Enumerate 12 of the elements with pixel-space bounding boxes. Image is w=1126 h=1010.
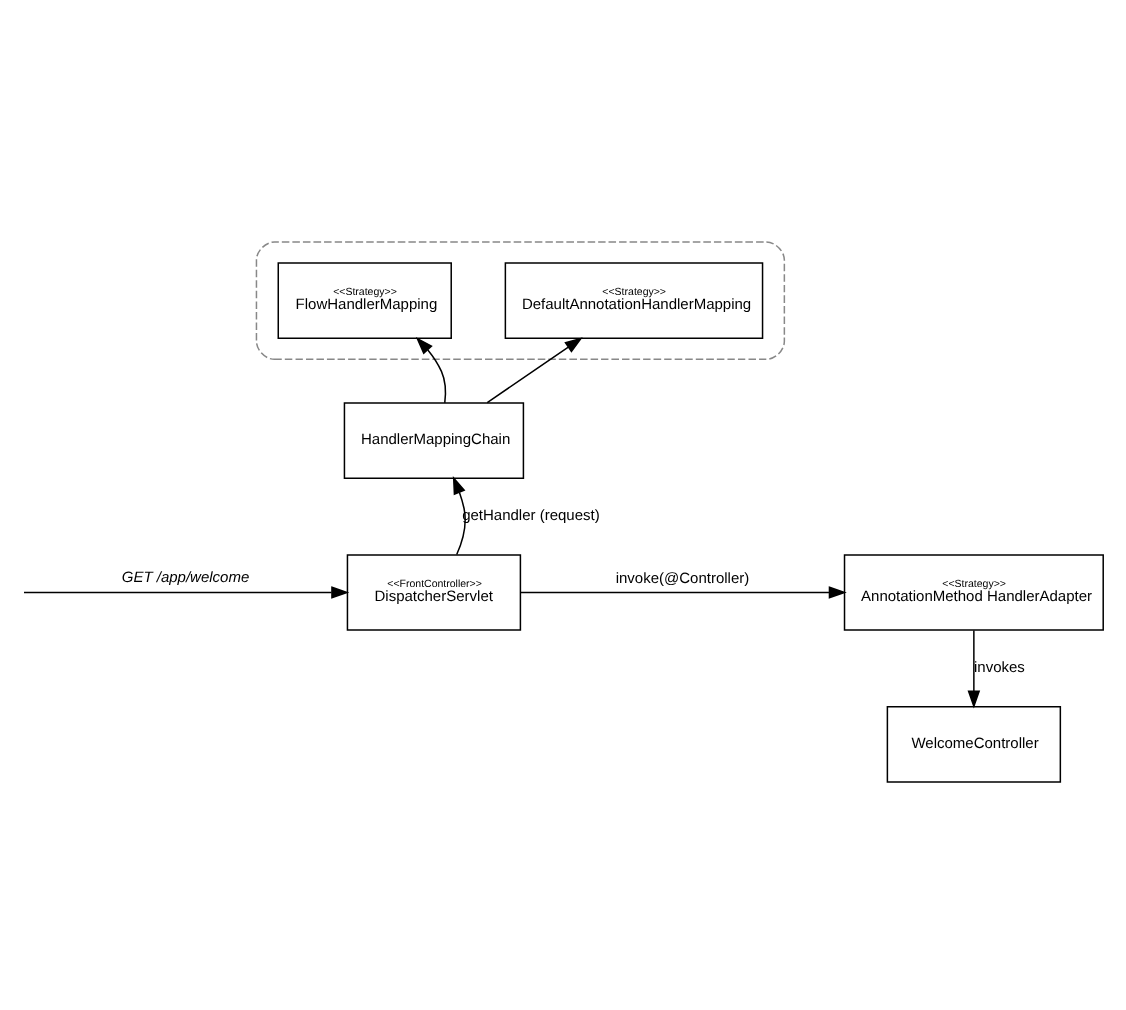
edge-label: invoke(@Controller) (615, 568, 750, 587)
arrow (486, 336, 583, 403)
arrow (415, 335, 447, 403)
node-box: HandlerMappingChain (343, 401, 525, 478)
arrow (967, 628, 981, 708)
edge-label: invokes (973, 657, 1025, 676)
arrow (23, 585, 350, 598)
edge-label: GET /app/welcome (121, 566, 250, 585)
cluster (255, 240, 786, 360)
node-box: WelcomeController (886, 705, 1062, 782)
arrow (519, 585, 847, 598)
arrow (452, 475, 466, 555)
